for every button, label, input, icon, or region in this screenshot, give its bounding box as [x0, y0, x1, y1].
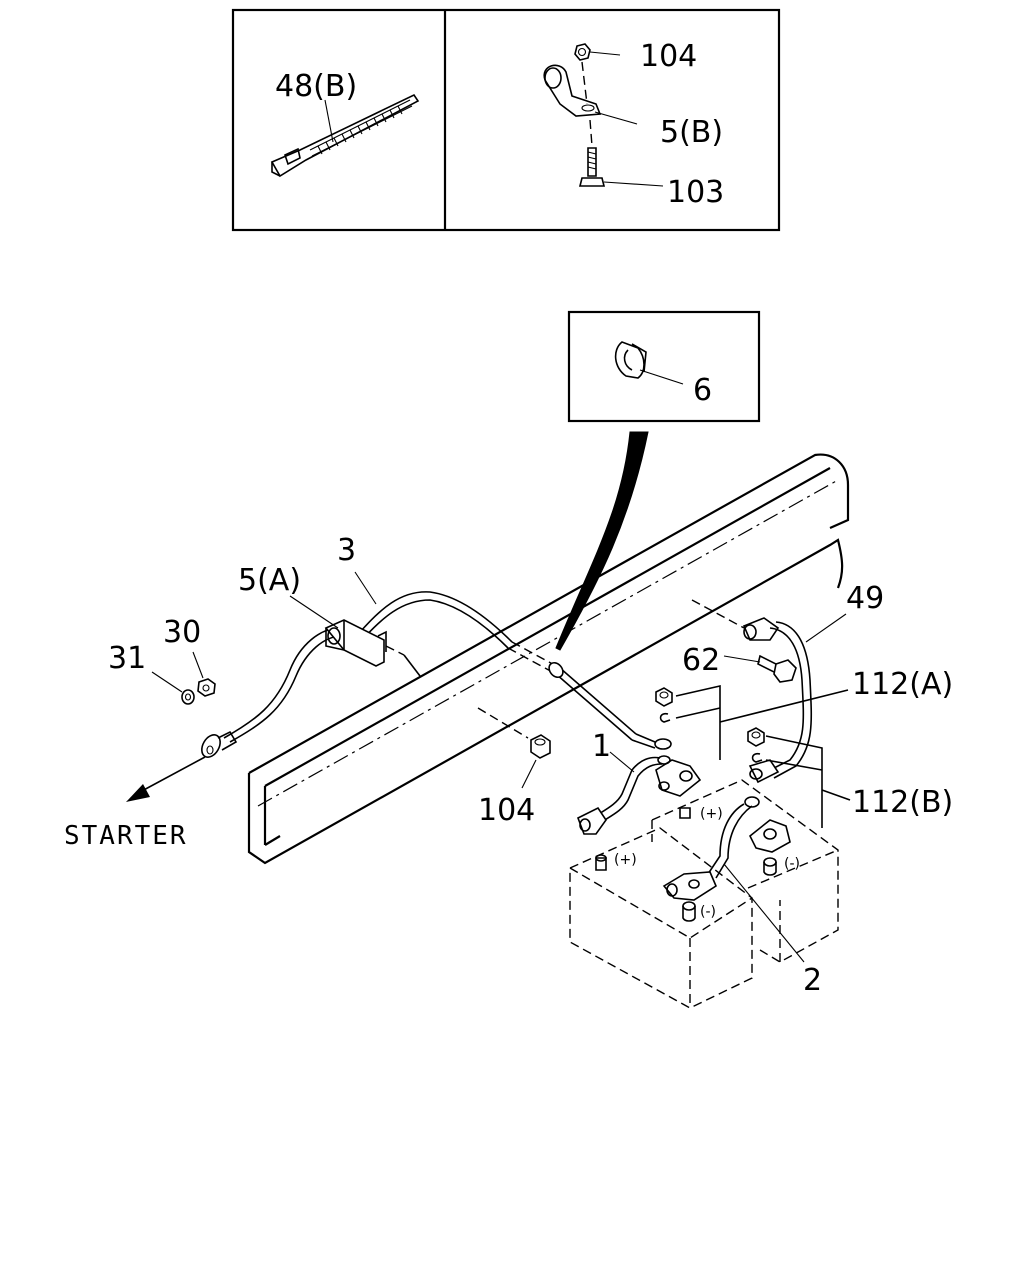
top-inset-panel: [231, 8, 781, 232]
callout-30: 30: [163, 615, 201, 650]
clip-5a-icon: [324, 619, 421, 677]
starter-label: STARTER: [64, 821, 188, 851]
callout-48b: 48(B): [275, 69, 357, 104]
washer-31-icon: [181, 689, 195, 705]
battery-rear: [651, 779, 839, 963]
callout-31: 31: [108, 641, 146, 676]
callout-112b: 112(B): [852, 785, 953, 820]
cable-49: [691, 599, 813, 784]
cable-1: [576, 755, 702, 835]
callout-104-frame: 104: [478, 793, 535, 828]
callout-62: 62: [682, 643, 720, 678]
terminal-pos-front: (+): [614, 852, 637, 868]
terminal-neg-front: (-): [700, 904, 716, 920]
nuts-112b-icon: [747, 727, 851, 828]
callout-49: 49: [846, 581, 884, 616]
callout-104-top: 104: [640, 39, 697, 74]
frame-nut-104-icon: [477, 707, 551, 759]
callout-5b: 5(B): [660, 115, 723, 150]
callout-2: 2: [803, 963, 822, 998]
clip-assembly-icon: [543, 43, 664, 187]
terminal-neg-rear: (-): [784, 856, 800, 872]
callout-103: 103: [667, 175, 724, 210]
bolt-62-icon: [757, 654, 797, 683]
terminal-pos-rear: (+): [700, 806, 723, 822]
callout-5a: 5(A): [238, 563, 301, 598]
callout-112a: 112(A): [852, 667, 953, 702]
frame-rail: [247, 453, 850, 865]
nut-30-icon: [197, 678, 216, 697]
callout-3: 3: [337, 533, 356, 568]
nuts-112a-icon: [655, 684, 849, 760]
callout-1: 1: [592, 729, 611, 764]
clamp-inset-panel: [567, 310, 761, 423]
zip-tie-icon: [270, 93, 420, 178]
battery-front: [569, 827, 753, 1009]
starter-arrow: [126, 756, 206, 802]
clamp-pointer: [555, 431, 649, 651]
cable-2: [662, 796, 791, 901]
clamp-icon: [614, 341, 684, 385]
callout-6: 6: [693, 373, 712, 408]
